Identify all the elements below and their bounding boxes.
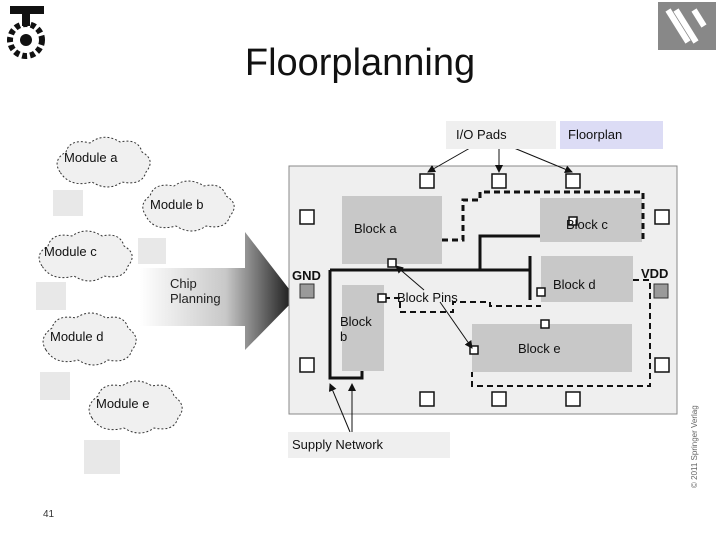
module-b-cloud (142, 180, 235, 232)
module-a-shadow-box (53, 190, 83, 216)
chip-planning-label: Chip Planning (170, 276, 221, 306)
chip-planning-line2: Planning (170, 291, 221, 306)
block-pin-arrows (395, 265, 473, 349)
module-a-label: Module a (64, 150, 118, 165)
page-number: 41 (43, 509, 55, 520)
block-b (342, 285, 384, 371)
block-b-line2: b (340, 329, 348, 344)
gnd-label: GND (292, 268, 321, 283)
block-c (540, 198, 642, 242)
slide-title: Floorplanning (244, 42, 476, 84)
module-e-label: Module e (96, 396, 150, 411)
module-e-cloud (88, 380, 183, 434)
chip-planning-line1: Chip (170, 276, 197, 291)
net-d (489, 302, 541, 307)
vdd-pad (653, 283, 669, 299)
io-pads-legend: I/O Pads (446, 121, 556, 149)
module-c-cloud (38, 230, 133, 282)
block-pin-markers (377, 216, 578, 355)
net-d-e (471, 279, 651, 387)
module-c-shadow-box (36, 282, 66, 310)
module-d-cloud (42, 312, 137, 366)
block-pins-label: Block Pins (397, 290, 458, 305)
technion-logo (4, 3, 50, 63)
lab-logo (658, 2, 716, 50)
io-pads (299, 173, 670, 407)
net-a-c (442, 190, 645, 242)
supply-network-label: Supply Network (292, 437, 384, 452)
io-pads-label: I/O Pads (456, 127, 507, 142)
block-a-label: Block a (354, 221, 397, 236)
block-b-line1: Block (340, 314, 372, 329)
module-b-label: Module b (150, 197, 204, 212)
module-a-cloud (56, 136, 151, 188)
net-b-d (384, 297, 490, 313)
gnd-pad (299, 283, 315, 299)
floorplan-legend: Floorplan (560, 121, 663, 149)
module-d-label: Module d (50, 329, 104, 344)
supply-to-c (478, 234, 540, 270)
supply-vertical (328, 270, 364, 380)
supply-network-arrows (329, 383, 356, 433)
block-a (342, 196, 442, 264)
module-c-label: Module c (44, 244, 97, 259)
io-pad-arrows (427, 147, 573, 174)
block-e-label: Block e (518, 341, 561, 356)
floorplan-label: Floorplan (568, 127, 623, 142)
chip-planning-arrow (140, 232, 296, 350)
block-e (472, 324, 632, 372)
block-b-label: Block b (340, 314, 372, 344)
copyright-notice: © 2011 Springer Verlag (690, 405, 699, 488)
module-e-shadow-box (84, 440, 120, 474)
module-d-shadow-box (40, 372, 70, 400)
module-b-shadow-box (138, 238, 166, 264)
supply-network-legend: Supply Network (288, 432, 450, 458)
vdd-label: VDD (641, 266, 669, 281)
block-c-label: Block c (566, 217, 608, 232)
block-d (541, 256, 633, 302)
block-d-label: Block d (553, 277, 596, 292)
